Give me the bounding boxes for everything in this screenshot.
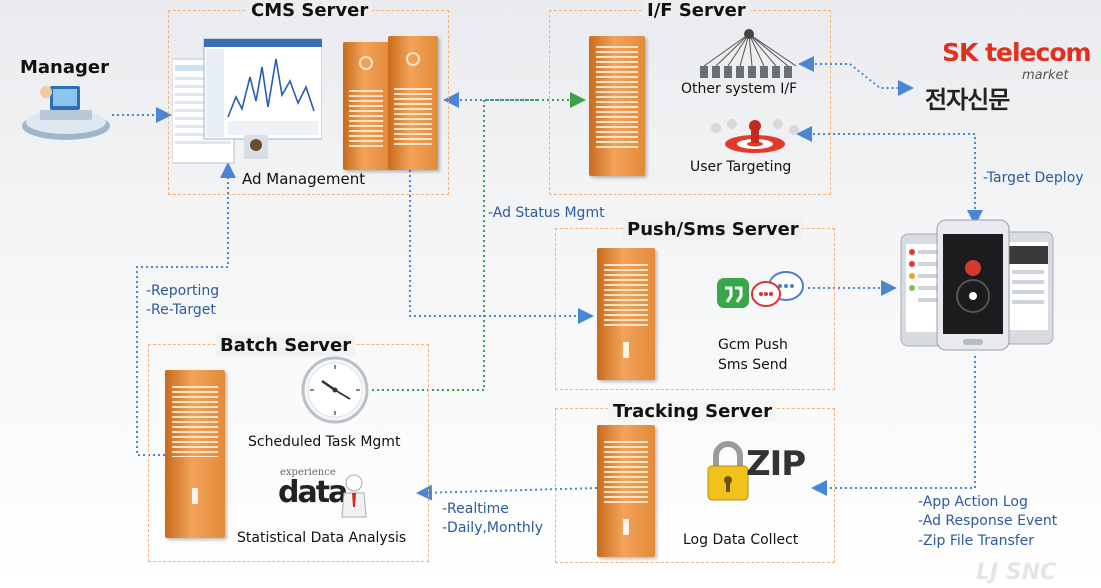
clock-icon (300, 355, 370, 425)
statistical-analysis-label: Statistical Data Analysis (237, 530, 407, 546)
tracking-server-icon (597, 425, 655, 557)
push-server-title: Push/Sms Server (623, 219, 803, 240)
user-targeting-icon (706, 114, 804, 156)
daily-monthly-note: -Daily,Monthly (442, 520, 543, 536)
etnews-logo: 전자신문 (925, 86, 1010, 114)
sk-telecom-logo: SK telecom (942, 38, 1092, 67)
lock-zip-icon: ZIP (702, 440, 806, 502)
other-system-network-icon (698, 28, 800, 82)
cms-dashboard-screenshot-icon (171, 37, 323, 167)
sms-send-label: Sms Send (718, 357, 788, 373)
market-logo: market (1022, 68, 1069, 83)
ad-management-label: Ad Management (242, 170, 366, 188)
push-server-icon (597, 248, 655, 380)
target-deploy-note: -Target Deploy (983, 170, 1084, 186)
data-word-art: data (278, 475, 348, 510)
tracking-server-title: Tracking Server (609, 401, 776, 422)
targeting-deploy-line (796, 126, 983, 226)
cms-to-push-line (409, 170, 594, 324)
cms-server-icon (343, 42, 389, 170)
batch-server-title: Batch Server (216, 335, 356, 356)
experience-text: experience (280, 467, 336, 478)
smartphone-devices-icon (897, 218, 1057, 353)
gcm-push-label: Gcm Push (718, 337, 788, 353)
retarget-note: -Re-Target (146, 302, 216, 318)
other-system-if-label: Other system I/F (681, 81, 798, 97)
data-analysis-icon: experience data (262, 465, 372, 521)
if-server-icon (589, 36, 645, 176)
gcm-message-icon (715, 276, 751, 312)
user-targeting-label: User Targeting (690, 159, 792, 175)
watermark-logo: LJ SNC (976, 560, 1057, 585)
if-server-title: I/F Server (643, 0, 750, 21)
zip-transfer-note: -Zip File Transfer (918, 533, 1035, 549)
sms-chat-icon (750, 270, 804, 310)
scheduled-task-label: Scheduled Task Mgmt (248, 434, 401, 450)
manager-computer-icon (20, 80, 112, 142)
manager-label: Manager (20, 57, 109, 78)
batch-server-icon (165, 370, 225, 538)
phone-to-tracking-line (811, 356, 976, 496)
zip-text: ZIP (746, 444, 806, 484)
ad-status-note: -Ad Status Mgmt (488, 205, 605, 221)
batch-to-cms-line (136, 162, 236, 456)
cms-server-icon-2 (388, 36, 438, 170)
cms-server-title: CMS Server (247, 0, 373, 21)
realtime-note: -Realtime (442, 501, 509, 517)
reporting-note: -Reporting (146, 283, 220, 299)
log-data-collect-label: Log Data Collect (683, 532, 799, 548)
app-action-log-note: -App Action Log (918, 494, 1028, 510)
ad-response-event-note: -Ad Response Event (918, 513, 1058, 529)
